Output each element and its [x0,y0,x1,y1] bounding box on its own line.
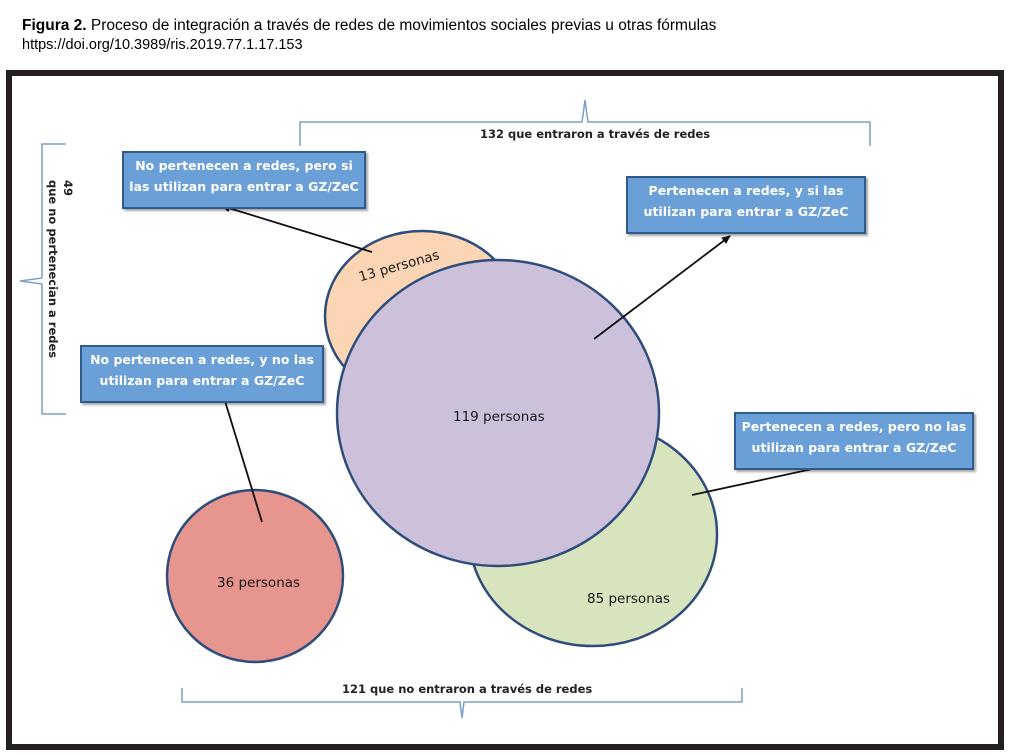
box-line: utilizan para entrar a GZ/ZeC [643,204,849,219]
box-line: utilizan para entrar a GZ/ZeC [751,440,957,455]
box-no-networks-but-use: No pertenecen a redes, pero si las utili… [122,151,366,209]
box-networks-and-use: Pertenecen a redes, y si las utilizan pa… [626,176,866,234]
box-line: utilizan para entrar a GZ/ZeC [99,373,305,388]
diagram-canvas [19,99,871,719]
purple-circle [335,258,661,568]
red-circle-label: 36 personas [217,575,301,591]
caption-title-line: Figura 2. Proceso de integración a travé… [22,16,1002,36]
figure-title: Proceso de integración a través de redes… [86,17,717,34]
left-bracket [19,143,66,415]
bottom-bracket-label: 121 que no entraron a través de redes [342,682,593,696]
arrow-orange-to-top-left [221,204,373,253]
box-line: Pertenecen a redes, pero no las [741,419,967,434]
left-bracket-text: que no pertenecian a redes [46,180,60,359]
top-bracket-label: 132 que entraron a través de redes [480,127,711,141]
red-circle [165,488,345,664]
figure-doi: https://doi.org/10.3989/ris.2019.77.1.17… [22,37,303,53]
box-line: No pertenecen a redes, pero si [135,158,353,173]
box-line: las utilizan para entrar a GZ/ZeC [129,179,359,194]
arrow-red-to-mid-left [219,387,263,523]
box-line: Pertenecen a redes, y si las [648,183,844,198]
purple-circle-label: 119 personas [453,409,545,425]
arrow-purple-to-top-right [593,235,731,340]
green-circle-label: 85 personas [587,591,671,607]
diagram-frame: 132 que entraron a través de redes 121 q… [6,70,1004,750]
box-line: No pertenecen a redes, y no las [90,352,314,367]
bottom-bracket [181,688,743,719]
left-bracket-count: 49 [61,180,75,197]
top-bracket [299,99,871,146]
box-no-networks-no-use: No pertenecen a redes, y no las utilizan… [80,345,324,403]
box-networks-no-use: Pertenecen a redes, pero no las utilizan… [734,412,974,470]
figure-label: Figura 2. [22,17,87,34]
figure-caption: Figura 2. Proceso de integración a travé… [22,16,1002,55]
